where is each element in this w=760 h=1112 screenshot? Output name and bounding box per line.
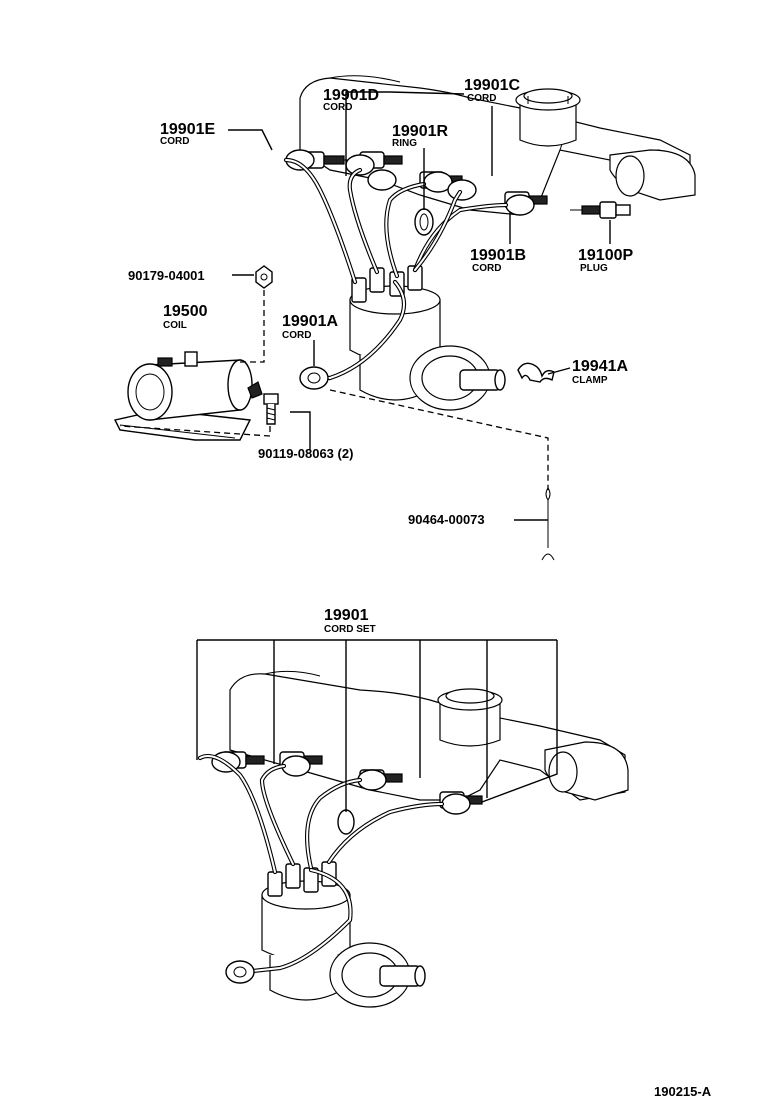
label-cord-c: 19901C CORD xyxy=(464,77,520,104)
cord-c-number: 19901C xyxy=(464,77,520,94)
cord-a-number: 19901A xyxy=(282,313,338,330)
label-cord-a: 19901A CORD xyxy=(282,313,338,341)
cord-e-number: 19901E xyxy=(160,121,215,138)
clip-number: 90464-00073 xyxy=(408,512,485,527)
label-screw: 90119-08063 (2) xyxy=(258,446,353,461)
label-bolt: 90179-04001 xyxy=(128,268,205,283)
bolt-90179 xyxy=(255,265,273,289)
ring-part xyxy=(414,208,434,236)
ignition-coil xyxy=(113,351,263,441)
cord-set-number: 19901 xyxy=(324,607,369,624)
ignition-wires-bottom xyxy=(197,753,445,975)
outlet-pipe-top xyxy=(609,149,696,201)
label-cord-b: 19901B CORD xyxy=(470,247,526,274)
clamp-number: 19941A xyxy=(572,358,628,375)
cord-b-name: CORD xyxy=(472,263,501,274)
ring-number: 19901R xyxy=(392,123,448,140)
plug-boots-top xyxy=(285,149,535,216)
oil-filler-cap-bottom xyxy=(437,688,503,747)
cord-a-name: CORD xyxy=(282,330,311,341)
screw-90119 xyxy=(263,393,279,425)
bottom-illustration: 19901 CORD SET xyxy=(196,607,629,1008)
cord-a-coil-end xyxy=(299,366,329,390)
top-illustration: 19901E CORD 19901D CORD 19901C CORD 1990… xyxy=(113,75,696,561)
ring-name: RING xyxy=(392,138,417,149)
engine-block-outline-top xyxy=(299,75,696,216)
label-cord-set: 19901 CORD SET xyxy=(324,607,376,635)
cord-coil-end-bottom xyxy=(225,960,255,984)
coil-number: 19500 xyxy=(163,303,208,320)
distributor-bottom xyxy=(261,861,426,1008)
cord-set-name: CORD SET xyxy=(324,624,376,635)
label-cord-d: 19901D CORD xyxy=(323,87,379,113)
cord-e-name: CORD xyxy=(160,136,189,147)
label-ring: 19901R RING xyxy=(392,123,448,149)
leader-lines-top xyxy=(119,91,611,521)
ignition-wires-top xyxy=(283,157,509,381)
spark-plug-19100p xyxy=(570,201,631,219)
label-cord-e: 19901E CORD xyxy=(160,121,215,147)
clip-90464 xyxy=(541,487,555,561)
cord-b-number: 19901B xyxy=(470,247,526,264)
engine-block-outline-bottom xyxy=(229,670,629,801)
screw-number: 90119-08063 (2) xyxy=(258,446,353,461)
coil-name: COIL xyxy=(163,320,187,331)
label-coil: 19500 COIL xyxy=(163,303,208,331)
cord-d-name: CORD xyxy=(323,102,352,113)
figure-id: 190215-A xyxy=(654,1084,712,1099)
bolt-number: 90179-04001 xyxy=(128,268,205,283)
plug-number: 19100P xyxy=(578,247,633,264)
leader-lines-bottom xyxy=(196,639,558,812)
clamp-19941a xyxy=(517,362,555,383)
clamp-name: CLAMP xyxy=(572,375,608,386)
oil-filler-cap-top xyxy=(515,88,581,147)
label-clip: 90464-00073 xyxy=(408,512,485,527)
ring-part-bottom xyxy=(337,809,355,835)
distributor-top xyxy=(349,265,506,411)
plug-name: PLUG xyxy=(580,263,608,274)
outlet-pipe-bottom xyxy=(544,741,629,801)
label-plug: 19100P PLUG xyxy=(578,247,633,274)
cord-c-name: CORD xyxy=(467,93,496,104)
cord-d-number: 19901D xyxy=(323,87,379,104)
label-clamp: 19941A CLAMP xyxy=(572,358,628,386)
